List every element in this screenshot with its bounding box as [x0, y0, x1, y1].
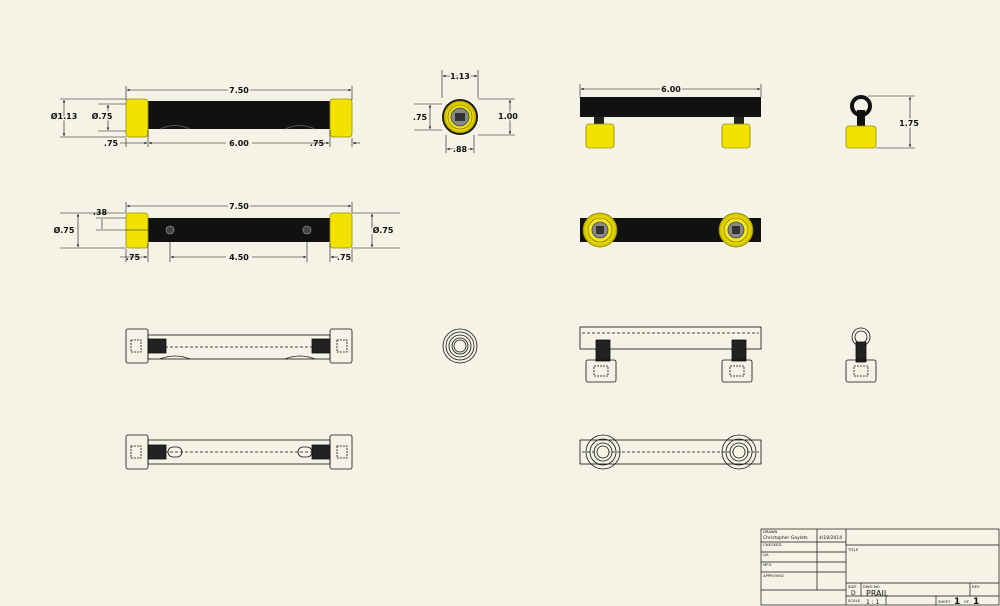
tb-dwg-no-label: DWG NO	[863, 584, 880, 589]
dim-dia-outer: Ø1.13	[51, 111, 78, 121]
view-right-shaded: 1.75	[845, 95, 921, 149]
tb-size-value: D	[851, 590, 856, 597]
dim-end-height-right: 1.00	[498, 112, 518, 121]
dim-dia-left: Ø.75	[54, 225, 75, 235]
hole-right	[302, 225, 312, 235]
tb-drawn-date: 4/18/2014	[819, 535, 842, 541]
tb-mfg-label: MFG	[763, 562, 771, 567]
tb-scale-value: 1 : 1	[866, 599, 880, 606]
view-rail-front-shaded: 7.50 .75 6.00 .75 Ø1.13 Ø.75	[49, 86, 360, 148]
view-end-shaded: 1.13 1.00 .75 .88	[411, 70, 520, 156]
dim-right-height: 1.75	[899, 119, 919, 128]
tb-of-value: 1	[973, 597, 979, 606]
dim-overall-length-2: 7.50	[229, 202, 249, 211]
dim-inner-length: 6.00	[229, 139, 249, 148]
tb-drawn-label: DRAWN	[763, 529, 778, 534]
tb-sheet-value: 1	[954, 597, 960, 606]
view-rail-top-shaded: 7.50 .75 4.50 .75 .38 Ø.75 Ø.75	[52, 202, 400, 262]
view-rail-top-line	[125, 434, 353, 470]
view-rail-front-line	[125, 328, 353, 364]
tb-size-label: SIZE	[848, 584, 857, 589]
tb-drawn-by: Christopher Gaylets	[763, 535, 808, 541]
view-side-line	[579, 326, 762, 383]
dim-dia-inner: Ø.75	[92, 111, 113, 121]
tb-sheet-label: SHEET	[938, 599, 951, 604]
view-end-line	[442, 328, 478, 364]
tb-qa-label: QA	[763, 552, 769, 557]
dim-offset: .38	[93, 208, 108, 217]
tb-dwg-no-value: PRAIL	[866, 589, 889, 598]
view-top-line	[579, 434, 762, 470]
dim-end-bottom: .88	[453, 145, 468, 154]
tb-of-label: OF	[964, 599, 969, 604]
dim-end-right-2: .75	[337, 253, 352, 262]
view-side-shaded: 6.00	[579, 84, 762, 149]
tb-approved-label: APPROVED	[763, 573, 784, 578]
tb-title-label: TITLE	[847, 547, 859, 552]
dim-side-length: 6.00	[661, 85, 681, 94]
dim-end-width: 1.13	[450, 72, 470, 81]
title-block	[760, 528, 1000, 606]
tb-scale-label: SCALE	[848, 598, 861, 603]
hole-left	[165, 225, 175, 235]
end-cap-left	[125, 98, 149, 138]
dim-dia-right: Ø.75	[373, 225, 394, 235]
dim-overall-length: 7.50	[229, 86, 249, 95]
dim-end-right: .75	[310, 139, 325, 148]
tb-rev-label: REV	[972, 584, 980, 589]
dim-end-left-2: .75	[126, 253, 141, 262]
end-cap-right	[329, 98, 353, 138]
dim-end-height-left: .75	[413, 113, 428, 122]
title-block-text: DRAWN Christopher Gaylets 4/18/2014 CHEC…	[763, 529, 980, 606]
dim-end-left: .75	[104, 139, 119, 148]
view-top-shaded	[580, 212, 761, 248]
dim-hole-spacing: 4.50	[229, 253, 249, 262]
tb-checked-label: CHECKED	[763, 542, 781, 547]
view-right-line	[845, 327, 877, 383]
